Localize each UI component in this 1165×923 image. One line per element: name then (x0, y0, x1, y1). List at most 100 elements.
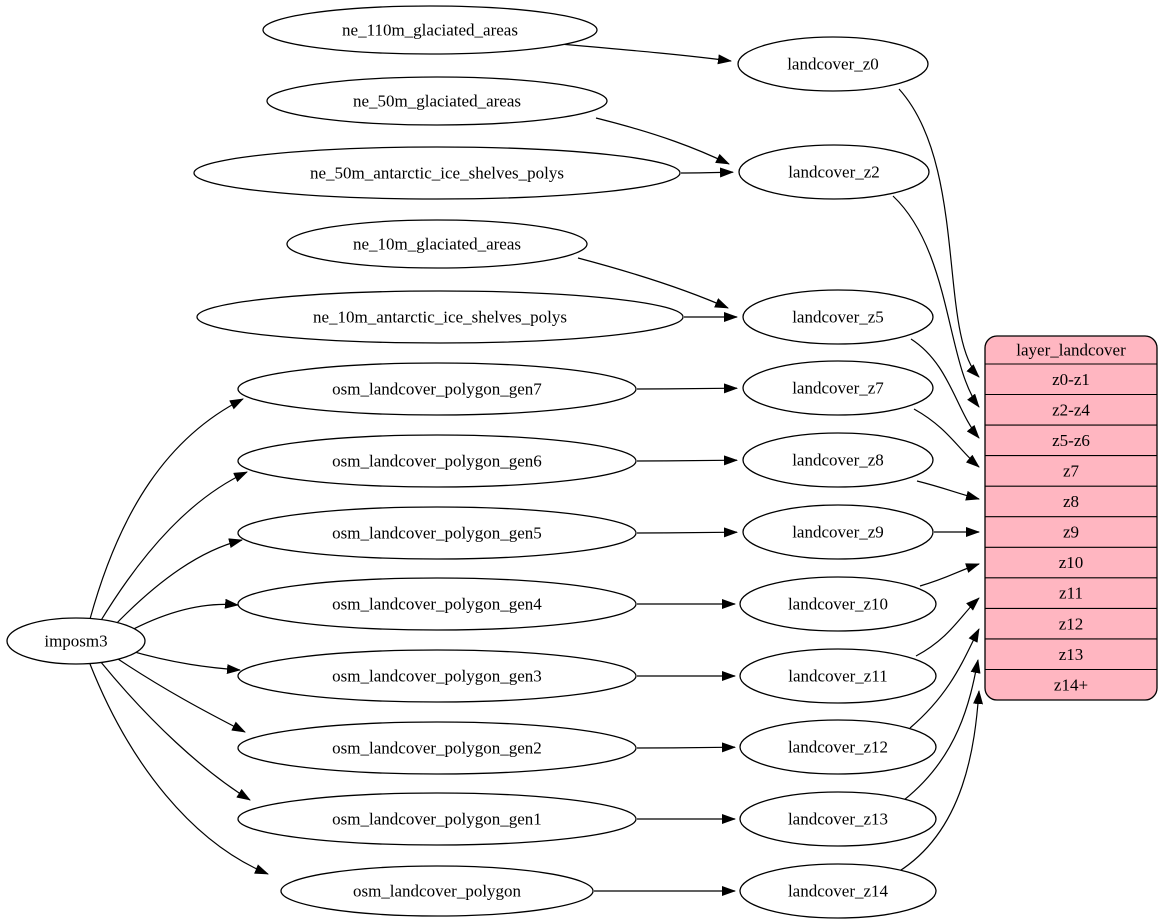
table-layer-landcover: layer_landcover z0-z1 z2-z4 z5-z6 z7 z8 … (984, 335, 1158, 701)
table-row-z2-z4: z2-z4 (1052, 400, 1090, 419)
node-osm_landcover_polygon_gen1: osm_landcover_polygon_gen1 (237, 792, 637, 846)
edge-landcover_z8-to-row-z8 (916, 480, 980, 501)
node-landcover_z13-shape (739, 791, 937, 847)
node-landcover_z11: landcover_z11 (739, 648, 937, 704)
table-row-z13: z13 (1059, 645, 1084, 664)
node-landcover_z8: landcover_z8 (742, 432, 934, 488)
edge-landcover_z14-to-row-z14plus (897, 690, 984, 873)
node-landcover_z5-label: landcover_z5 (792, 308, 884, 327)
node-ne_50m_glaciated_areas-label: ne_50m_glaciated_areas (353, 92, 521, 111)
node-landcover_z0: landcover_z0 (737, 36, 929, 92)
edge-imposm3-to-osm_landcover_polygon_gen7 (89, 398, 244, 620)
table-row-z12: z12 (1059, 614, 1084, 633)
node-ne_10m_antarctic_ice_shelves_polys-shape (196, 290, 684, 344)
edge-osm_landcover_polygon_gen5-to-landcover_z9 (636, 527, 738, 538)
node-landcover_z0-label: landcover_z0 (787, 55, 879, 74)
node-ne_110m_glaciated_areas-shape (262, 5, 598, 55)
node-landcover_z8-label: landcover_z8 (792, 451, 884, 470)
node-osm_landcover_polygon_gen3-shape (237, 649, 637, 703)
table-layer-landcover-background (984, 335, 1158, 701)
edge-imposm3-to-osm_landcover_polygon (89, 663, 269, 875)
node-landcover_z11-label: landcover_z11 (788, 667, 887, 686)
node-landcover_z9-shape (742, 504, 934, 560)
node-landcover_z5: landcover_z5 (742, 289, 934, 345)
edge-landcover_z2-to-row-z2-z4 (892, 195, 980, 408)
node-ne_10m_glaciated_areas-label: ne_10m_glaciated_areas (353, 235, 521, 254)
node-ne_10m_antarctic_ice_shelves_polys-label: ne_10m_antarctic_ice_shelves_polys (313, 308, 567, 327)
node-osm_landcover_polygon_gen6-shape (237, 434, 637, 488)
node-imposm3: imposm3 (6, 617, 146, 665)
node-ne_110m_glaciated_areas-label: ne_110m_glaciated_areas (342, 21, 518, 40)
node-landcover_z0-shape (737, 36, 929, 92)
node-imposm3-label: imposm3 (44, 632, 107, 651)
node-landcover_z8-shape (742, 432, 934, 488)
node-landcover_z14: landcover_z14 (739, 863, 937, 919)
table-row-z14plus: z14+ (1054, 675, 1088, 694)
edge-landcover_z10-to-row-z10 (919, 563, 980, 587)
edge-ne_50m_antarctic_ice_shelves_polys-to-landcover_z2 (680, 167, 734, 178)
node-landcover_z2-shape (738, 144, 930, 200)
node-landcover_z12-shape (739, 719, 937, 775)
node-ne_50m_antarctic_ice_shelves_polys-shape (193, 146, 681, 200)
node-osm_landcover_polygon_gen5-label: osm_landcover_polygon_gen5 (332, 524, 542, 543)
node-osm_landcover_polygon_gen1-label: osm_landcover_polygon_gen1 (332, 810, 542, 829)
node-landcover_z7-shape (742, 360, 934, 416)
node-osm_landcover_polygon_gen1-shape (237, 792, 637, 846)
edge-landcover_z7-to-row-z7 (913, 408, 980, 468)
node-landcover_z10-label: landcover_z10 (788, 595, 888, 614)
node-osm_landcover_polygon_gen2-shape (237, 721, 637, 775)
table-row-z11: z11 (1059, 584, 1083, 603)
node-osm_landcover_polygon-label: osm_landcover_polygon (353, 882, 522, 901)
edge-imposm3-to-osm_landcover_polygon_gen3 (123, 648, 241, 675)
edge-landcover_z5-to-row-z5-z6 (910, 338, 980, 439)
edge-imposm3-to-osm_landcover_polygon_gen2 (111, 654, 246, 733)
table-title: layer_landcover (1016, 341, 1126, 360)
node-ne_10m_glaciated_areas: ne_10m_glaciated_areas (286, 219, 588, 269)
node-landcover_z9-label: landcover_z9 (792, 523, 884, 542)
edge-imposm3-to-osm_landcover_polygon_gen6 (99, 471, 248, 623)
node-landcover_z14-shape (739, 863, 937, 919)
node-ne_10m_antarctic_ice_shelves_polys: ne_10m_antarctic_ice_shelves_polys (196, 290, 684, 344)
edge-imposm3-to-osm_landcover_polygon_gen4 (123, 598, 239, 635)
node-osm_landcover_polygon_gen3: osm_landcover_polygon_gen3 (237, 649, 637, 703)
node-landcover_z10-shape (739, 576, 937, 632)
node-landcover_z13: landcover_z13 (739, 791, 937, 847)
table-row-z8: z8 (1063, 492, 1079, 511)
node-landcover_z14-label: landcover_z14 (788, 882, 889, 901)
node-osm_landcover_polygon_gen7: osm_landcover_polygon_gen7 (237, 362, 637, 416)
node-ne_50m_glaciated_areas-shape (266, 76, 608, 126)
edge-landcover_z0-to-row-z0-z1 (898, 88, 980, 378)
edge-ne_50m_glaciated_areas-to-landcover_z2 (595, 117, 730, 165)
edge-landcover_z13-to-row-z13 (903, 659, 981, 801)
node-osm_landcover_polygon: osm_landcover_polygon (280, 865, 594, 917)
node-osm_landcover_polygon_gen4-label: osm_landcover_polygon_gen4 (332, 595, 542, 614)
node-osm_landcover_polygon_gen2: osm_landcover_polygon_gen2 (237, 721, 637, 775)
node-osm_landcover_polygon_gen6: osm_landcover_polygon_gen6 (237, 434, 637, 488)
table-row-z7: z7 (1063, 462, 1080, 481)
table-row-z0-z1: z0-z1 (1052, 370, 1090, 389)
edge-osm_landcover_polygon_gen6-to-landcover_z8 (636, 455, 738, 466)
node-ne_50m_antarctic_ice_shelves_polys: ne_50m_antarctic_ice_shelves_polys (193, 146, 681, 200)
node-landcover_z5-shape (742, 289, 934, 345)
node-landcover_z12: landcover_z12 (739, 719, 937, 775)
node-osm_landcover_polygon_gen3-label: osm_landcover_polygon_gen3 (332, 667, 542, 686)
node-osm_landcover_polygon_gen7-label: osm_landcover_polygon_gen7 (332, 380, 542, 399)
node-landcover_z11-shape (739, 648, 937, 704)
node-landcover_z7-label: landcover_z7 (792, 379, 884, 398)
node-ne_10m_glaciated_areas-shape (286, 219, 588, 269)
node-imposm3-shape (6, 617, 146, 665)
edge-osm_landcover_polygon_gen2-to-landcover_z12 (636, 742, 736, 753)
node-osm_landcover_polygon_gen2-label: osm_landcover_polygon_gen2 (332, 739, 542, 758)
node-ne_110m_glaciated_areas: ne_110m_glaciated_areas (262, 5, 598, 55)
node-landcover_z12-label: landcover_z12 (788, 738, 888, 757)
edge-osm_landcover_polygon_gen7-to-landcover_z7 (636, 383, 738, 394)
node-osm_landcover_polygon_gen5: osm_landcover_polygon_gen5 (237, 506, 637, 560)
table-row-z10: z10 (1059, 553, 1084, 572)
node-osm_landcover_polygon_gen4-shape (237, 577, 637, 631)
edge-imposm3-to-osm_landcover_polygon_gen5 (111, 538, 243, 629)
edge-landcover_z11-to-row-z11 (915, 597, 980, 657)
node-ne_50m_antarctic_ice_shelves_polys-label: ne_50m_antarctic_ice_shelves_polys (310, 164, 564, 183)
node-landcover_z2: landcover_z2 (738, 144, 930, 200)
edge-imposm3-to-osm_landcover_polygon_gen1 (99, 660, 251, 801)
